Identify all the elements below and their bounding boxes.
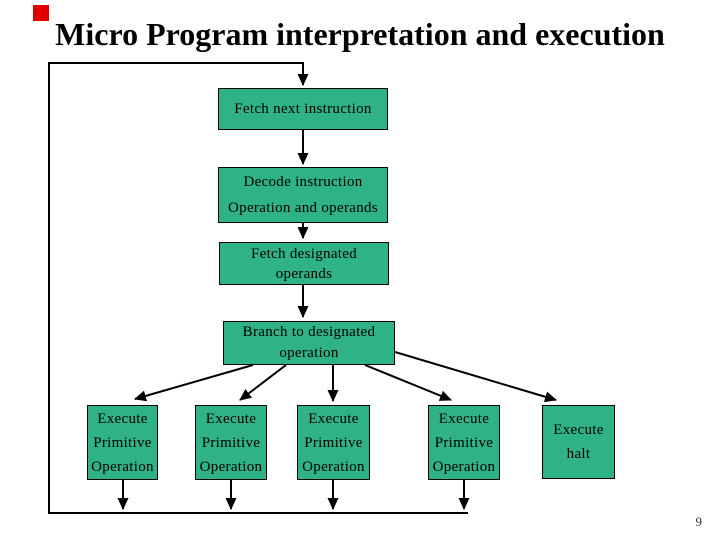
- accent-square: [33, 5, 49, 21]
- flow-box-label-line: Primitive: [304, 434, 363, 451]
- flow-box-label-line: Operation: [199, 458, 263, 475]
- loop-connector: [48, 62, 468, 514]
- slide-title: Micro Program interpretation and executi…: [55, 16, 665, 52]
- flow-box-fetch-next-instruction: Fetch next instruction: [218, 88, 388, 130]
- flow-box-label-line: Fetch designated: [250, 245, 358, 262]
- flow-box-label-line: Operation and operands: [228, 200, 378, 216]
- arrow-branch-to-exec-2: [239, 364, 287, 401]
- flow-box-label-line: Operation: [432, 458, 496, 475]
- flow-box-label-line: Primitive: [93, 434, 152, 451]
- flow-box-execute-primitive-1: Execute Primitive Operation: [87, 405, 158, 480]
- flow-box-label-line: Decode instruction: [243, 174, 363, 190]
- flow-box-branch-to-designated-operation: Branch to designated operation: [223, 321, 395, 365]
- page-number: 9: [695, 514, 703, 529]
- flow-box-label-line: Fetch next instruction: [234, 100, 372, 117]
- flow-box-label-line: Execute: [553, 422, 604, 438]
- flow-box-execute-primitive-4: Execute Primitive Operation: [428, 405, 500, 480]
- flow-box-execute-halt: Execute halt: [542, 405, 615, 479]
- flow-box-label-line: halt: [566, 446, 591, 462]
- flow-box-label-line: Execute: [438, 410, 490, 427]
- flow-box-label-line: operands: [275, 265, 333, 282]
- arrow-branch-to-halt: [394, 351, 557, 403]
- flow-box-fetch-designated-operands: Fetch designated operands: [219, 242, 389, 285]
- flow-box-label-line: Branch to designated: [242, 324, 376, 340]
- flow-box-execute-primitive-3: Execute Primitive Operation: [297, 405, 370, 480]
- arrow-branch-to-exec-1: [134, 364, 254, 402]
- arrow-branch-to-exec-4: [364, 364, 452, 401]
- flow-box-label-line: Operation: [302, 458, 365, 475]
- flow-box-label-line: Primitive: [434, 434, 494, 451]
- flow-box-label-line: Execute: [97, 410, 148, 427]
- flow-box-label-line: operation: [279, 345, 339, 361]
- flow-box-label-line: Execute: [308, 410, 359, 427]
- flow-box-execute-primitive-2: Execute Primitive Operation: [195, 405, 267, 480]
- flow-box-label-line: Primitive: [201, 434, 261, 451]
- flow-box-label-line: Operation: [91, 458, 154, 475]
- flow-box-label-line: Execute: [205, 410, 257, 427]
- flow-box-decode-instruction: Decode instruction Operation and operand…: [218, 167, 388, 223]
